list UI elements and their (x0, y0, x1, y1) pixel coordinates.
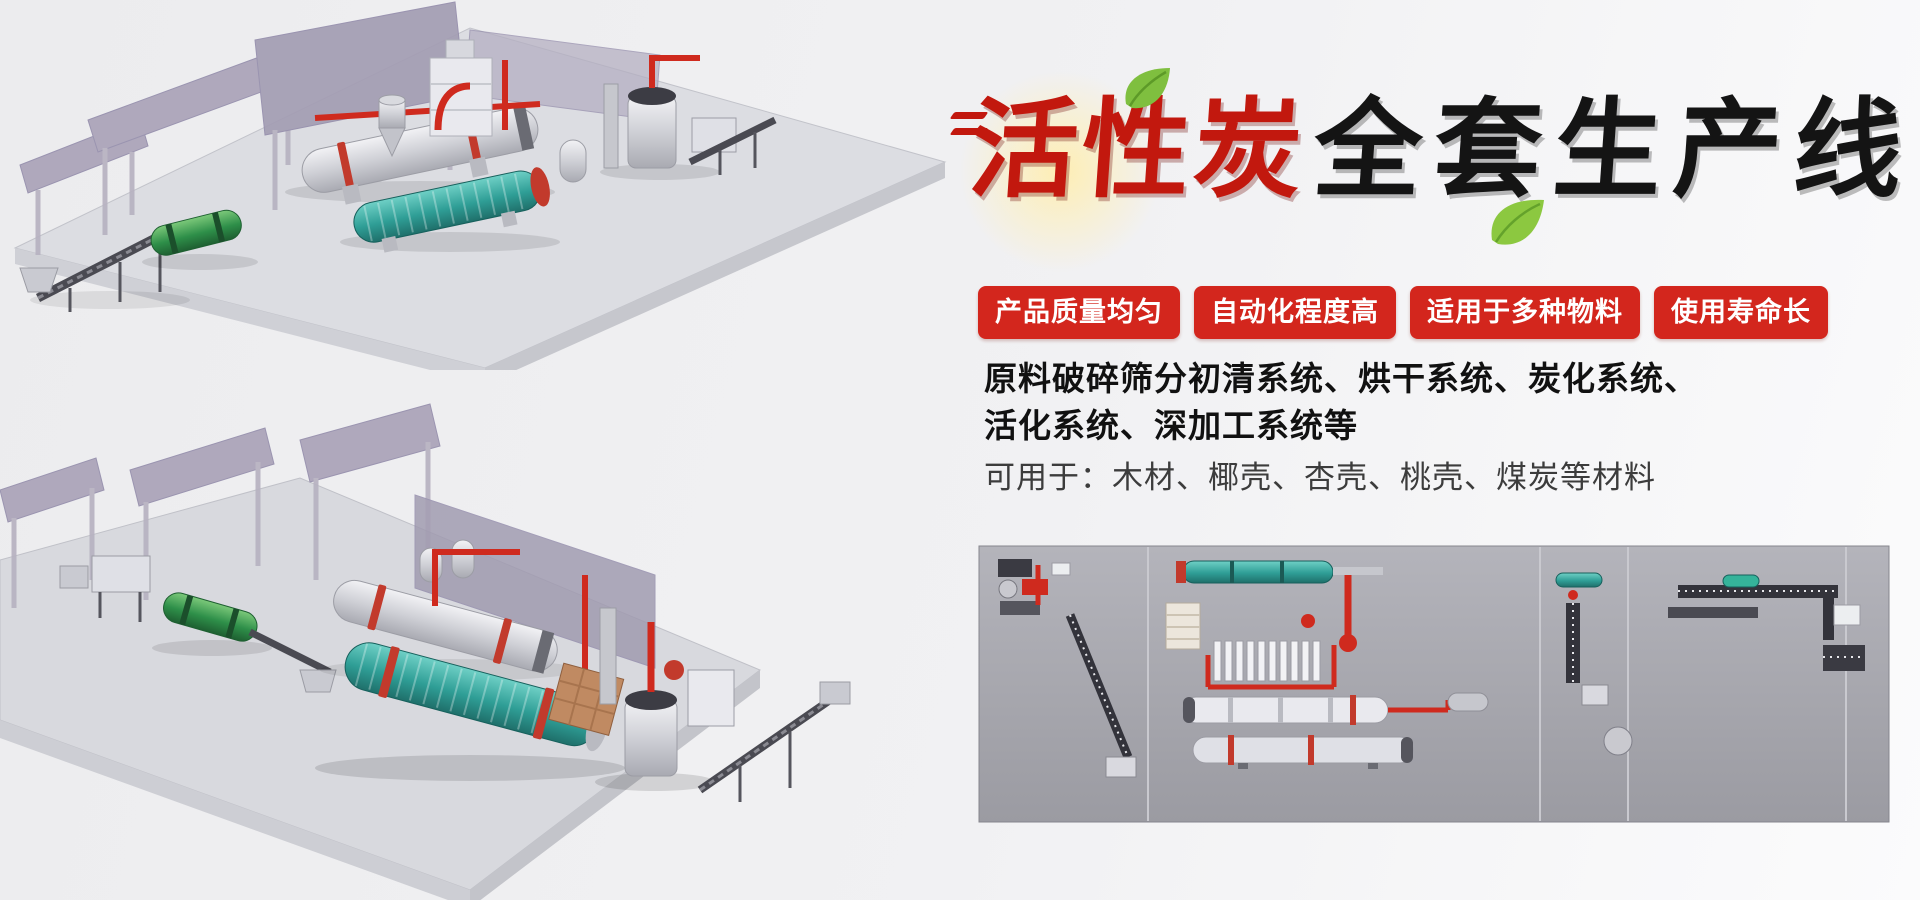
buffer-tank (559, 139, 587, 183)
canopy-walls (0, 403, 656, 669)
mid-elevator (1555, 572, 1609, 706)
production-line-illustration-bottom (0, 403, 851, 900)
title-block: 活性炭全套生产线 (920, 31, 1918, 311)
layout-schematic-panel (978, 545, 1890, 823)
render-scene-bottom (0, 370, 950, 900)
dryer-cylinder (1176, 560, 1383, 652)
brick-stack (1165, 602, 1201, 650)
carbonization-furnace (595, 607, 735, 791)
carbonization-furnace (600, 55, 737, 180)
activation-furnace-drum (315, 642, 625, 781)
packing-conveyors (1668, 574, 1865, 671)
leaf-icon (1118, 64, 1176, 116)
shadow (142, 254, 258, 270)
feed-hopper-screener (59, 555, 151, 622)
activation-furnace-drum (340, 167, 560, 253)
cyclone-separator (378, 94, 406, 158)
feature-badges: 产品质量均匀 自动化程度高 适用于多种物料 使用寿命长 (978, 286, 1828, 339)
rotary-drum-1 (1182, 695, 1389, 725)
ball-mill-drum (152, 592, 272, 656)
discharge-conveyor (688, 116, 777, 175)
rotary-drum-2 (1192, 735, 1414, 769)
badge-materials: 适用于多种物料 (1410, 286, 1640, 339)
dust-tower (429, 39, 508, 137)
page-title: 活性炭全套生产线 (966, 86, 1920, 213)
badge-automation: 自动化程度高 (1194, 286, 1396, 339)
feed-conveyor (1065, 613, 1137, 778)
production-line-top-view (978, 545, 1890, 823)
system-description: 原料破碎筛分初清系统、烘干系统、炭化系统、 活化系统、深加工系统等 (984, 356, 1698, 450)
cyclone-separators (419, 539, 588, 670)
badge-lifespan: 使用寿命长 (1654, 286, 1828, 339)
right-content: 活性炭全套生产线 产品质量均匀 自动化程度高 适用于多种物料 使用寿命长 原料破… (920, 0, 1920, 900)
production-line-illustration-top (13, 1, 947, 370)
transfer-conveyor (248, 628, 337, 693)
description-line-2: 活化系统、深加工系统等 (984, 406, 1358, 444)
discharge-conveyor (697, 681, 851, 802)
floor-seams (1147, 547, 1847, 821)
drum-connections (1388, 692, 1633, 756)
crusher-cluster (998, 559, 1071, 615)
slat-cooler (1205, 640, 1337, 690)
materials-line: 可用于：木材、椰壳、杏壳、桃壳、煤炭等材料 (984, 460, 1656, 495)
leaf-icon (1482, 194, 1550, 252)
badge-quality: 产品质量均匀 (978, 286, 1180, 339)
description-line-1: 原料破碎筛分初清系统、烘干系统、炭化系统、 (984, 360, 1698, 397)
title-black-text: 全套生产线 (1309, 89, 1919, 210)
ball-mill-drum (150, 209, 242, 256)
render-scene-top (0, 0, 950, 370)
